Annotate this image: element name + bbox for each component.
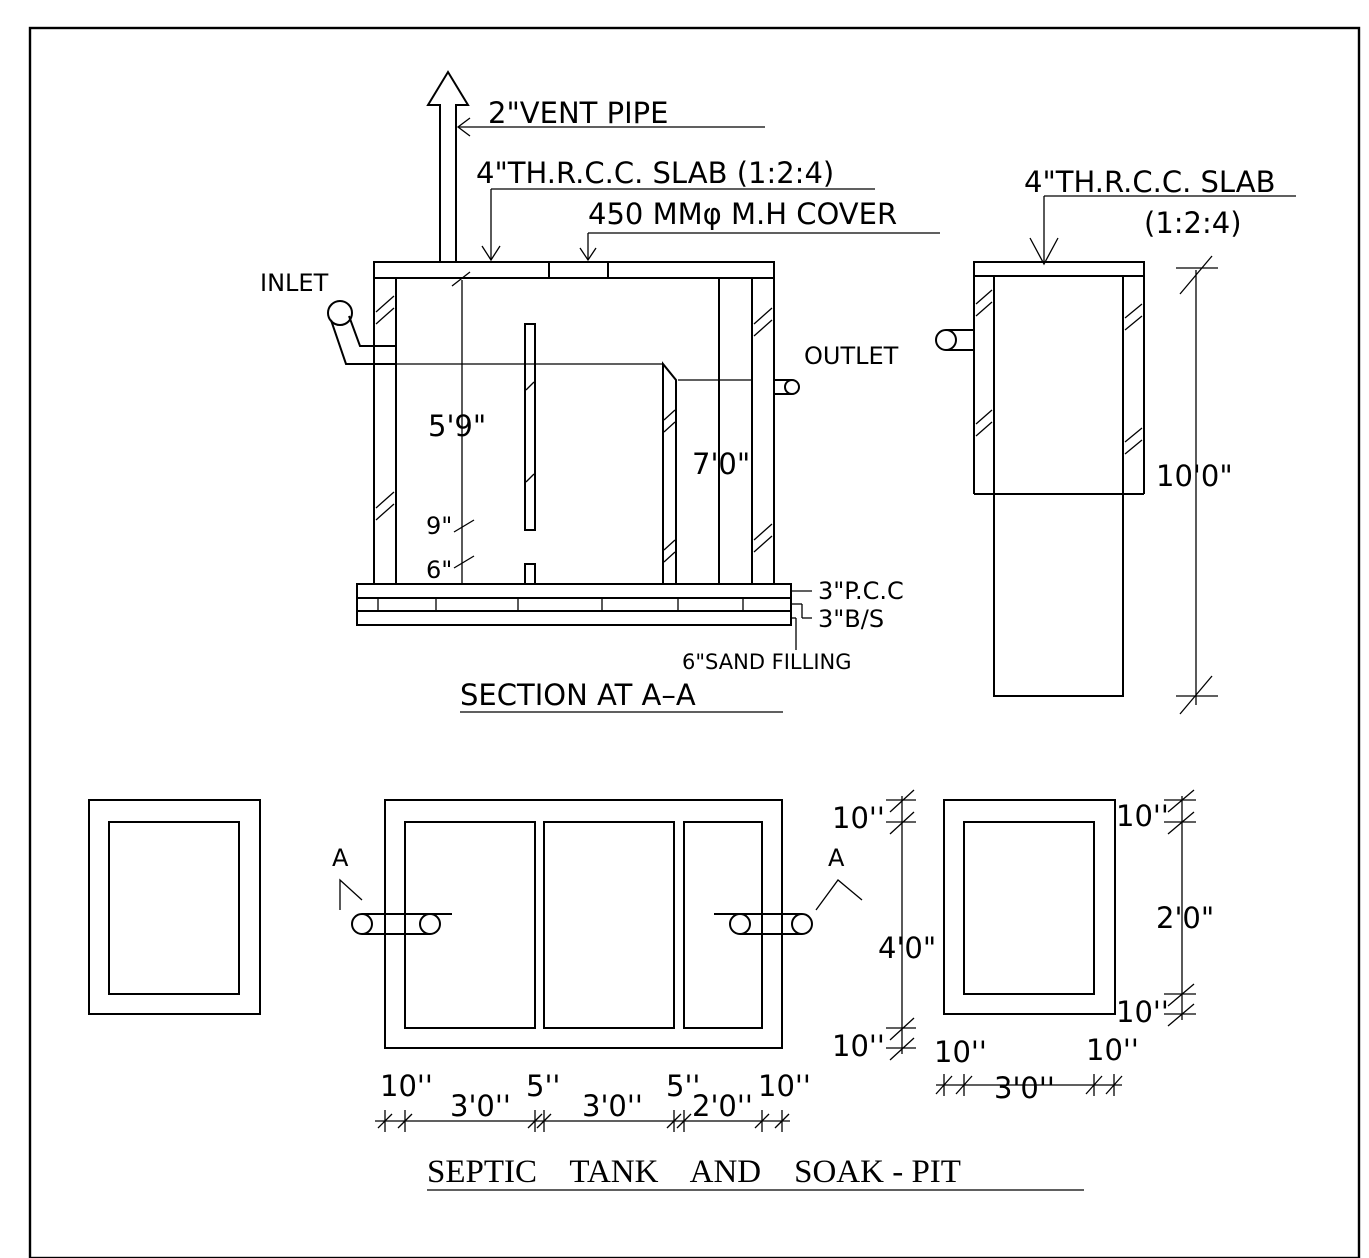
- soak-plan-bottom-dim: [935, 1074, 1123, 1096]
- plan-outlet-pipe: [714, 913, 813, 935]
- soak-left-wall: [973, 276, 995, 494]
- plan-dim-chamber-3: 2'0'': [692, 1089, 753, 1123]
- pcc-label: 3"P.C.C: [818, 577, 904, 605]
- right-soak-pit-plan: 10'' 2'0" 10'' 10'' 3'0'' 10'': [934, 789, 1214, 1105]
- mh-cover-label: 450 MMφ M.H COVER: [588, 197, 897, 231]
- sand-filling-label: 6"SAND FILLING: [682, 650, 852, 674]
- soak-pit-section: 4"TH.R.C.C. SLAB (1:2:4): [935, 165, 1296, 715]
- sheet-border: [28, 26, 1361, 1258]
- brick-soling-label: 3"B/S: [818, 605, 884, 633]
- soak-plan-side-bottom: 10'': [1116, 995, 1169, 1029]
- inlet-label: INLET: [260, 269, 329, 297]
- soak-plan-side-top: 10'': [1116, 799, 1169, 833]
- dim-9in: 9": [426, 512, 452, 540]
- tick-top-liquid: [451, 271, 471, 287]
- slab-label: 4"TH.R.C.C. SLAB (1:2:4): [476, 156, 834, 190]
- soak-height-dim: [1176, 255, 1218, 715]
- dim-tank-depth: 7'0": [692, 447, 750, 481]
- soak-right-wall: [1122, 276, 1145, 494]
- plan-inlet-pipe: [351, 913, 452, 935]
- partition-wall: [662, 361, 677, 584]
- vent-pipe-label: 2"VENT PIPE: [488, 96, 668, 130]
- left-wall: [373, 278, 397, 584]
- section-marker-left-label: A: [332, 844, 349, 872]
- left-soak-pit-plan: [88, 799, 261, 1015]
- vent-pipe: [426, 70, 470, 262]
- plan-bottom-dim-chain: [375, 1110, 790, 1132]
- pcc-layer: [356, 583, 792, 599]
- mh-cover-leader: [579, 232, 940, 262]
- vent-pipe-leader: [456, 117, 765, 137]
- soak-top-slab: [973, 261, 1145, 277]
- brick-soling-layer: [356, 597, 792, 612]
- plan-dim-wall-right: 10'': [758, 1069, 811, 1103]
- septic-tank-plan: A A 10'' 3'0'' 5'' 3'0'' 5'' 2'0'' 10'': [332, 789, 936, 1132]
- dim-6in: 6": [426, 556, 452, 584]
- plan-dim-wall-left: 10'': [380, 1069, 433, 1103]
- soak-plan-bottom-right: 10'': [1086, 1033, 1139, 1067]
- soak-plan-bottom-left: 10'': [934, 1035, 987, 1069]
- plan-side-dim-bottom: 10'': [832, 1029, 885, 1063]
- tick-6in: [453, 555, 475, 569]
- plan-dim-baffle-2: 5'': [666, 1069, 700, 1103]
- section-a-a: 2"VENT PIPE 4"TH.R.C.C. SLAB (1:2:4) 450…: [260, 70, 940, 713]
- soak-plan-side-dim: [1164, 789, 1196, 1027]
- plan-side-dim-chain: [886, 789, 916, 1061]
- baffle-wall: [524, 323, 536, 585]
- soak-plan-bottom-middle: 3'0'': [994, 1071, 1055, 1105]
- sand-filling-layer: [356, 610, 792, 626]
- plan-dim-chamber-1: 3'0'': [450, 1089, 511, 1123]
- top-slab: [373, 261, 775, 279]
- section-title: SECTION AT A–A: [460, 678, 696, 712]
- drawing-title: SEPTIC TANK AND SOAK - PIT: [427, 1154, 961, 1190]
- right-wall: [751, 278, 775, 584]
- layer-leaders: [791, 590, 812, 650]
- section-marker-right: [815, 879, 863, 911]
- plan-dim-baffle-1: 5'': [526, 1069, 560, 1103]
- soak-slab-label-line1: 4"TH.R.C.C. SLAB: [1024, 165, 1275, 199]
- soak-inlet-pipe: [935, 329, 974, 351]
- soak-slab-label-line2: (1:2:4): [1144, 206, 1242, 240]
- soak-height-label: 10'0": [1156, 459, 1233, 493]
- soak-hex-fill: [993, 493, 1124, 697]
- tick-9in: [453, 519, 475, 533]
- soak-slab-leader: [1029, 195, 1296, 266]
- section-marker-right-label: A: [828, 844, 845, 872]
- plan-dim-chamber-2: 3'0'': [582, 1089, 643, 1123]
- outlet-pipe: [774, 379, 800, 395]
- plan-side-dim-middle: 4'0": [878, 931, 936, 965]
- outlet-label: OUTLET: [804, 342, 899, 370]
- inlet-pipe: [327, 300, 396, 365]
- section-marker-left: [339, 878, 363, 910]
- dim-liquid-depth: 5'9": [428, 409, 486, 443]
- plan-side-dim-top: 10'': [832, 801, 885, 835]
- slab-label-leader: [481, 188, 875, 262]
- soak-plan-side-middle: 2'0": [1156, 901, 1214, 935]
